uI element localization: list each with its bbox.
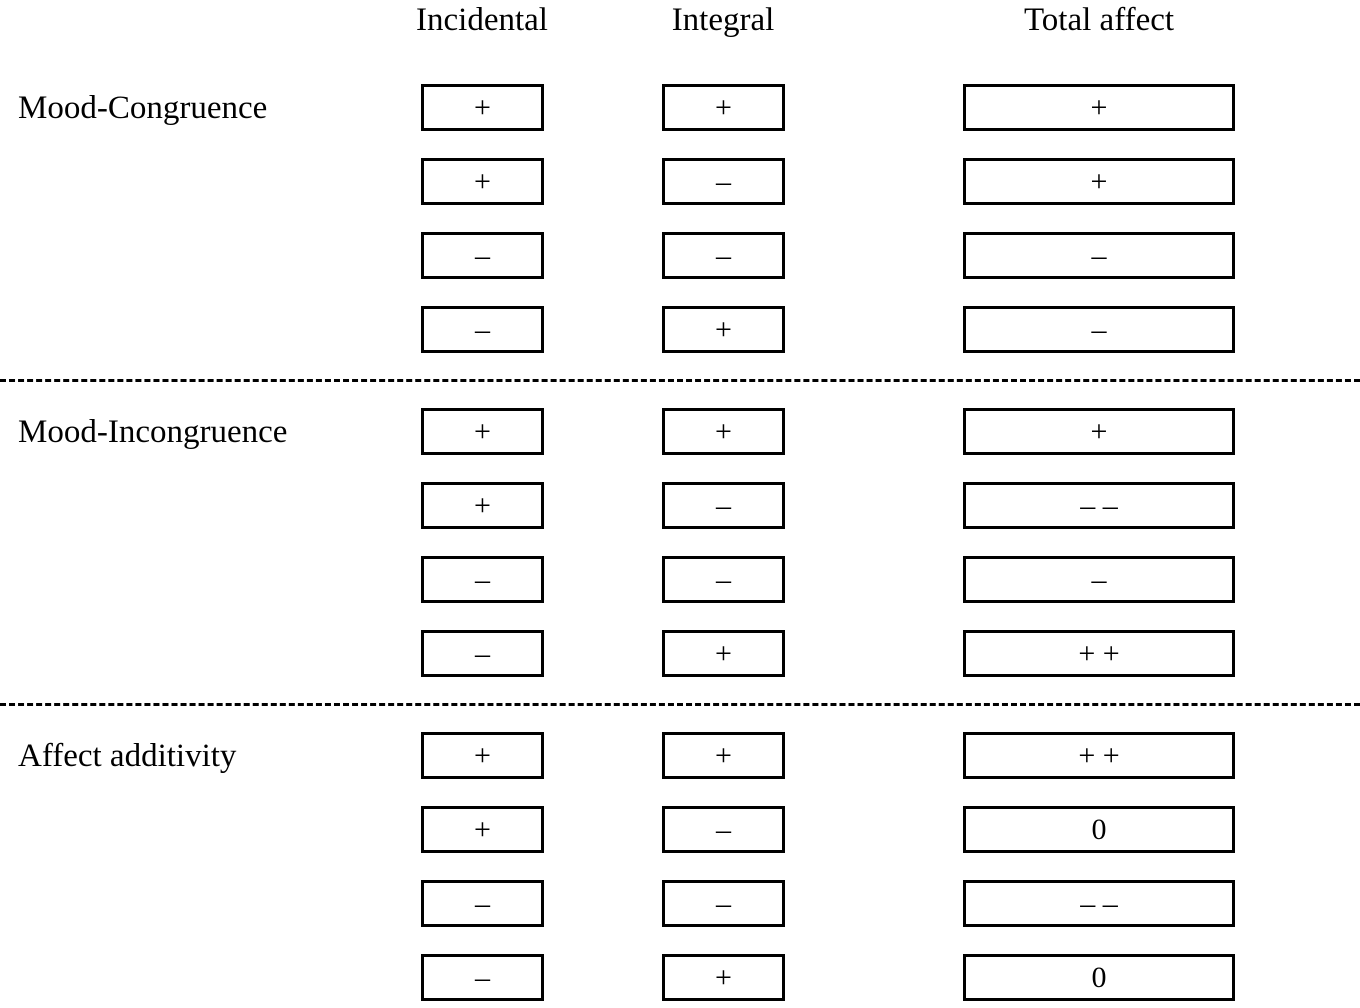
integral-cell: + bbox=[662, 954, 785, 1001]
integral-cell: + bbox=[662, 408, 785, 455]
incidental-cell: + bbox=[421, 732, 544, 779]
integral-cell: – bbox=[662, 232, 785, 279]
total-affect-cell: + bbox=[963, 158, 1235, 205]
column-header-incidental: Incidental bbox=[416, 2, 548, 38]
integral-cell: – bbox=[662, 158, 785, 205]
section-divider bbox=[0, 703, 1360, 706]
total-affect-cell: + + bbox=[963, 732, 1235, 779]
total-affect-cell: – bbox=[963, 306, 1235, 353]
total-affect-cell: 0 bbox=[963, 806, 1235, 853]
integral-cell: + bbox=[662, 630, 785, 677]
incidental-cell: – bbox=[421, 954, 544, 1001]
incidental-cell: – bbox=[421, 880, 544, 927]
integral-cell: – bbox=[662, 880, 785, 927]
section-divider bbox=[0, 379, 1360, 382]
incidental-cell: + bbox=[421, 806, 544, 853]
incidental-cell: + bbox=[421, 482, 544, 529]
total-affect-cell: + bbox=[963, 84, 1235, 131]
integral-cell: – bbox=[662, 482, 785, 529]
section-label-mood-congruence: Mood-Congruence bbox=[18, 90, 268, 126]
integral-cell: – bbox=[662, 556, 785, 603]
total-affect-cell: – – bbox=[963, 482, 1235, 529]
total-affect-cell: – bbox=[963, 232, 1235, 279]
section-label-affect-additivity: Affect additivity bbox=[18, 738, 237, 774]
incidental-cell: + bbox=[421, 408, 544, 455]
total-affect-cell: + bbox=[963, 408, 1235, 455]
column-header-integral: Integral bbox=[671, 2, 775, 38]
incidental-cell: + bbox=[421, 158, 544, 205]
incidental-cell: + bbox=[421, 84, 544, 131]
integral-cell: – bbox=[662, 806, 785, 853]
incidental-cell: – bbox=[421, 630, 544, 677]
section-label-mood-incongruence: Mood-Incongruence bbox=[18, 414, 288, 450]
integral-cell: + bbox=[662, 732, 785, 779]
integral-cell: + bbox=[662, 306, 785, 353]
total-affect-cell: – – bbox=[963, 880, 1235, 927]
incidental-cell: – bbox=[421, 556, 544, 603]
incidental-cell: – bbox=[421, 232, 544, 279]
total-affect-cell: + + bbox=[963, 630, 1235, 677]
integral-cell: + bbox=[662, 84, 785, 131]
total-affect-cell: – bbox=[963, 556, 1235, 603]
incidental-cell: – bbox=[421, 306, 544, 353]
column-header-total-affect: Total affect bbox=[1023, 2, 1175, 38]
total-affect-cell: 0 bbox=[963, 954, 1235, 1001]
